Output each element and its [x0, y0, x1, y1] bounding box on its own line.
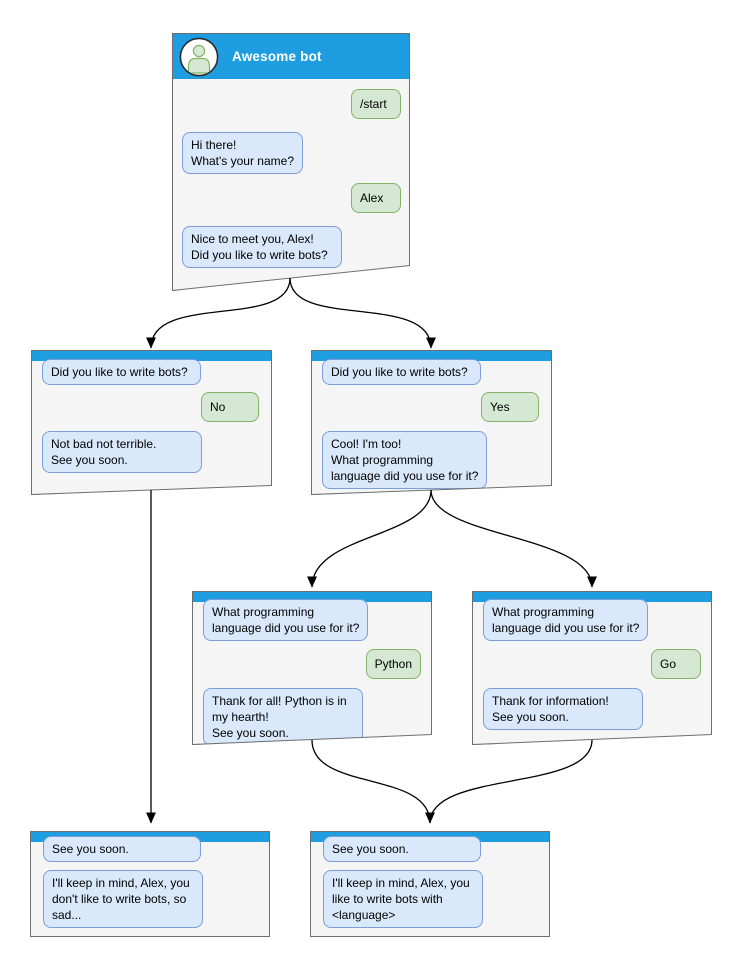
chat-window-branch-go: What programming language did you use fo… [472, 591, 712, 745]
chat-title: Awesome bot [232, 49, 322, 64]
user-message-bubble: Yes [481, 392, 539, 422]
bot-message-bubble: Thank for information! See you soon. [483, 688, 643, 730]
arrow-yes-to-python [307, 489, 432, 588]
message-list: What programming language did you use fo… [193, 592, 431, 745]
message-list: Did you like to write bots? Yes Cool! I'… [312, 351, 551, 494]
bot-message-bubble: Did you like to write bots? [322, 359, 481, 385]
window-title-bar [193, 592, 431, 602]
bot-message-bubble: Thank for all! Python is in my hearth! S… [203, 688, 363, 745]
chat-window-branch-no: Did you like to write bots? No Not bad n… [31, 350, 272, 495]
bot-message-bubble: Cool! I'm too! What programming language… [322, 431, 488, 489]
message-list: See you soon. I'll keep in mind, Alex, y… [31, 832, 269, 936]
bot-message-bubble: What programming language did you use fo… [483, 599, 649, 641]
user-message-bubble: Alex [351, 183, 401, 213]
user-message-bubble: Go [651, 649, 701, 679]
window-title-bar [32, 351, 271, 361]
chat-window-branch-yes: Did you like to write bots? Yes Cool! I'… [311, 350, 552, 495]
chat-window-branch-python: What programming language did you use fo… [192, 591, 432, 745]
message-list: /start Hi there! What's your name? Alex … [173, 79, 409, 290]
chat-window-root: Awesome bot /start Hi there! What's your… [172, 33, 410, 291]
arrow-root-to-yes [289, 277, 436, 349]
person-icon [179, 37, 219, 77]
message-list: What programming language did you use fo… [473, 592, 711, 744]
arrow-root-to-no [146, 277, 291, 349]
message-list: Did you like to write bots? No Not bad n… [32, 351, 271, 494]
user-message-bubble: No [201, 392, 259, 422]
bot-message-bubble: Not bad not terrible. See you soon. [42, 431, 202, 473]
user-message-bubble: /start [351, 89, 401, 119]
bot-message-bubble: I'll keep in mind, Alex, you like to wri… [323, 870, 483, 928]
message-list: See you soon. I'll keep in mind, Alex, y… [311, 832, 549, 936]
bot-message-bubble: Did you like to write bots? [42, 359, 201, 385]
chat-window-end-yes: See you soon. I'll keep in mind, Alex, y… [310, 831, 550, 937]
chat-window-end-no: See you soon. I'll keep in mind, Alex, y… [30, 831, 270, 937]
bot-message-bubble: Nice to meet you, Alex! Did you like to … [182, 226, 342, 268]
window-title-bar [312, 351, 551, 361]
chat-header: Awesome bot [173, 34, 409, 79]
bot-message-bubble: Hi there! What's your name? [182, 132, 304, 174]
arrow-python-to-end [311, 739, 435, 824]
bot-message-bubble: What programming language did you use fo… [203, 599, 369, 641]
bot-message-bubble: I'll keep in mind, Alex, you don't like … [43, 870, 203, 928]
user-message-bubble: Python [365, 649, 421, 679]
arrow-go-to-end [429, 739, 593, 824]
arrow-yes-to-go [430, 489, 597, 588]
bot-message-bubble: See you soon. [43, 836, 201, 862]
bot-message-bubble: See you soon. [323, 836, 481, 862]
window-title-bar [473, 592, 711, 602]
